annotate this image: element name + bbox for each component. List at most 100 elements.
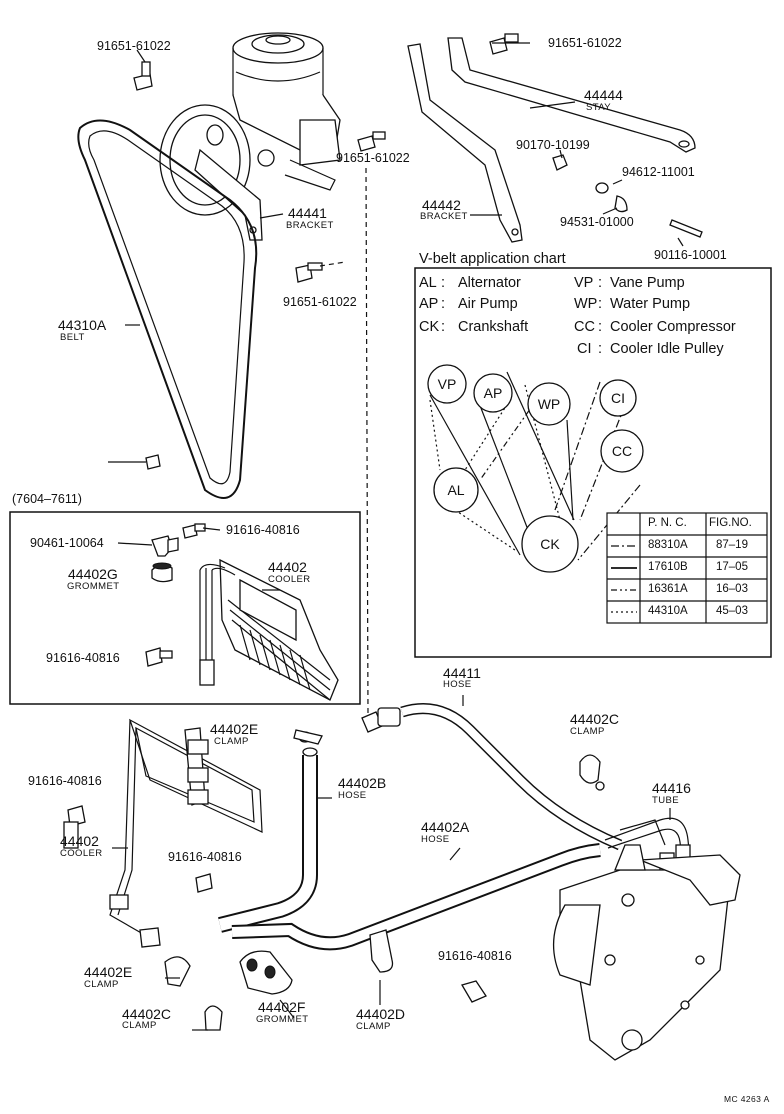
pulley-ck [521, 515, 579, 573]
table-cell: 17610B [648, 561, 688, 573]
part-number-label: 94612-11001 [622, 165, 695, 179]
bolt-icon [182, 523, 206, 539]
part-name-label: GROMMET [67, 581, 120, 592]
part-number-label: 44402F [258, 999, 306, 1015]
nut-icon [552, 154, 568, 171]
legend-code: WP [574, 296, 598, 312]
bolt-icon [357, 131, 386, 152]
table-cell: 16361A [648, 583, 688, 595]
legend-name: Air Pump [458, 296, 518, 312]
part-name-label: COOLER [60, 848, 103, 859]
part-number-label: 44402E [210, 721, 259, 737]
part-number-label: 44441 [288, 205, 327, 221]
part-name-label: CLAMP [356, 1021, 391, 1032]
part-number-label: 91651-61022 [548, 36, 622, 50]
pulley-al [433, 467, 479, 513]
part-number-label: 44402C [570, 711, 620, 727]
clamp-icon [579, 754, 605, 791]
bolt-icon [63, 805, 86, 849]
legend-sep: : [598, 341, 603, 357]
table-cell: 17–05 [716, 561, 748, 573]
bolt-icon [145, 647, 173, 667]
pulley-label: AP [483, 385, 503, 401]
stay [447, 37, 696, 153]
table-header: FIG.NO. [709, 517, 752, 529]
table-cell: 44310A [648, 605, 688, 617]
part-number-label: 94531-01000 [560, 215, 634, 229]
part-number-label: 91616-40816 [168, 850, 242, 864]
legend-sep: : [441, 296, 446, 312]
part-number-label: 91616-40816 [226, 523, 300, 537]
part-name-label: CLAMP [570, 726, 605, 737]
cooler [199, 558, 339, 701]
legend-sep: : [598, 275, 603, 291]
part-number-label: 91651-61022 [283, 295, 357, 309]
part-name-label: COOLER [268, 574, 311, 585]
part-number-label: 90170-10199 [516, 138, 590, 152]
pulley-wp [527, 382, 571, 426]
part-number-label: 44442 [422, 197, 461, 213]
part-number-label: 44411 [443, 665, 481, 681]
part-number-label: 91651-61022 [97, 39, 171, 53]
grommet-icon [239, 950, 293, 995]
legend-name: Cooler Idle Pulley [610, 341, 724, 357]
legend-name: Vane Pump [610, 275, 685, 291]
bolt-icon [195, 873, 213, 893]
bolt-icon [461, 980, 487, 1003]
part-number-label: 44402G [68, 566, 118, 582]
table-header: P. N. C. [648, 517, 687, 529]
vbelt-chart [414, 267, 772, 658]
part-number-label: 91616-40816 [46, 651, 120, 665]
part-name-label: BRACKET [420, 211, 468, 222]
washer-icon [595, 182, 609, 194]
clamp-icon [204, 1005, 223, 1031]
part-number-label: 44310A [58, 317, 107, 333]
pulley-ci [599, 379, 637, 417]
legend-sep: : [441, 275, 446, 291]
legend-code: AP [419, 296, 439, 312]
part-number-label: 44402D [356, 1006, 406, 1022]
lower-cooler [109, 718, 263, 948]
part-number-label: 44402C [122, 1006, 172, 1022]
legend-name: Crankshaft [458, 319, 529, 335]
table-cell: 87–19 [716, 539, 748, 551]
bolt-icon [145, 454, 161, 470]
part-number-label: 44402A [421, 819, 470, 835]
part-number-label: 91616-40816 [438, 949, 512, 963]
part-name-label: HOSE [443, 679, 472, 690]
bracket-right [407, 43, 523, 243]
pulley-label: CC [611, 443, 633, 459]
part-number-label: 44402E [84, 964, 133, 980]
part-number-label: 44444 [584, 87, 623, 103]
legend-name: Cooler Compressor [610, 319, 736, 335]
part-number-label: 91651-61022 [336, 151, 410, 165]
part-name-label: GROMMET [256, 1014, 309, 1025]
table-cell: 45–03 [716, 605, 748, 617]
part-number-label: 44402 [268, 559, 307, 575]
clamp-icon [369, 929, 394, 973]
bolt-icon [133, 61, 153, 91]
legend-code: CK [419, 319, 440, 335]
grommet-icon [151, 562, 173, 583]
clamp-icon [164, 956, 191, 987]
bolt-icon [489, 33, 519, 55]
legend-code: AL [419, 275, 437, 291]
part-name-label: CLAMP [214, 736, 249, 747]
vane-pump-assembly [159, 32, 341, 241]
part-number-label: 44402B [338, 775, 387, 791]
pnc-table [606, 512, 768, 624]
legend-sep: : [598, 319, 603, 335]
legend-name: Alternator [458, 275, 521, 291]
legend-name: Water Pump [610, 296, 691, 312]
belt-routing [429, 371, 641, 561]
period-label: (7604–7611) [12, 492, 82, 506]
pulley-label: WP [537, 396, 561, 412]
pin-icon [669, 219, 703, 238]
belt [77, 119, 258, 499]
chart-title: V-belt application chart [419, 251, 566, 267]
pulley-vp [427, 364, 467, 404]
table-cell: 88310A [648, 539, 688, 551]
hose-44411 [361, 703, 623, 851]
